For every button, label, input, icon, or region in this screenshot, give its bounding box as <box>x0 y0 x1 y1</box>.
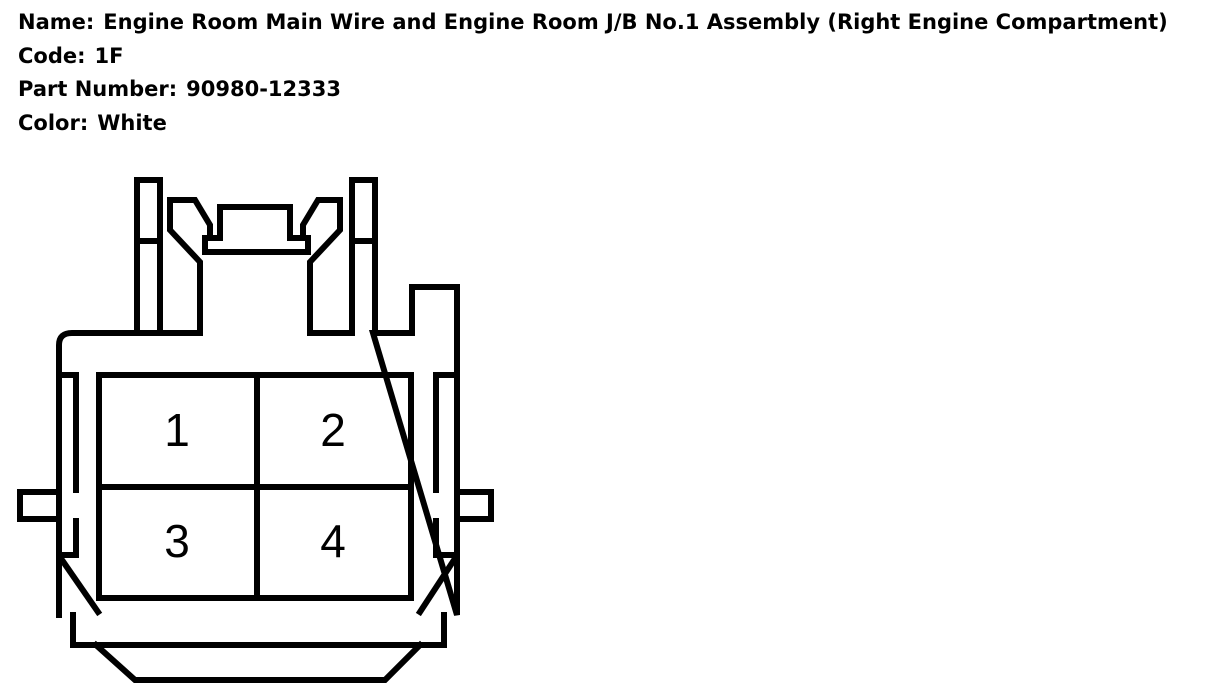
left-chamfer <box>57 555 103 617</box>
pin-1-label: 1 <box>164 404 190 456</box>
left-latch-post <box>134 177 163 336</box>
pin-2-label: 2 <box>320 404 346 456</box>
left-latch-hook <box>157 197 213 336</box>
part-number-value: 90980-12333 <box>186 77 341 101</box>
right-latch-hook <box>300 197 355 336</box>
color-label: Color: <box>18 110 89 135</box>
connector-info: Name: Engine Room Main Wire and Engine Ro… <box>18 6 1168 140</box>
code-row: Code: 1F <box>18 40 1168 74</box>
name-value: Engine Room Main Wire and Engine Room J/… <box>103 10 1168 34</box>
bottom-taper <box>91 640 425 683</box>
code-value: 1F <box>94 43 124 68</box>
right-latch-post <box>349 177 378 336</box>
color-row: Color: White <box>18 107 1168 141</box>
connector-body-outline <box>56 284 460 618</box>
part-number-label: Part Number: <box>18 77 178 101</box>
code-label: Code: <box>18 43 86 68</box>
pin-3-label: 3 <box>164 515 190 567</box>
part-number-row: Part Number: 90980-12333 <box>18 73 1168 107</box>
bottom-lip <box>70 612 447 648</box>
right-ear <box>454 489 494 522</box>
pin-4-label: 4 <box>320 515 346 567</box>
name-row: Name: Engine Room Main Wire and Engine Ro… <box>18 6 1168 40</box>
right-inner-rail <box>433 372 460 558</box>
left-ear <box>17 489 62 522</box>
color-value: White <box>97 110 167 135</box>
center-latch-tab <box>202 204 311 255</box>
name-label: Name: <box>18 10 95 34</box>
left-inner-rail <box>56 372 79 558</box>
right-chamfer <box>415 555 459 617</box>
